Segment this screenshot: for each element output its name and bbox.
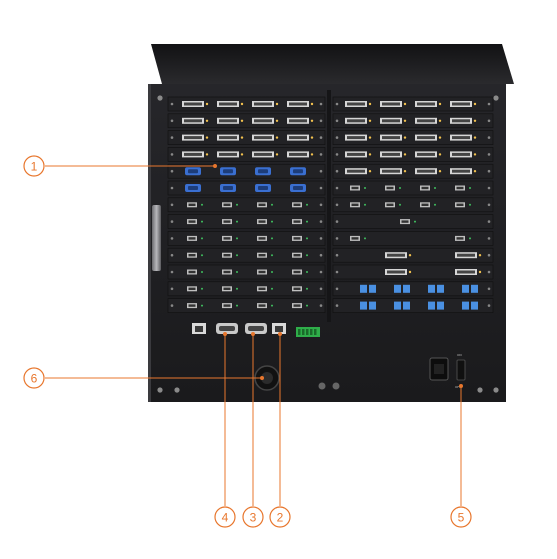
output-card-slot [332, 113, 494, 129]
fiber-port [471, 301, 478, 310]
output-card-slot [332, 247, 494, 263]
input-card-slot [167, 247, 326, 263]
input-card-slot [167, 147, 326, 162]
fiber-port [403, 301, 410, 310]
callout-5: 5 [450, 506, 472, 528]
fiber-port [394, 284, 401, 293]
fiber-port [471, 284, 478, 293]
output-card-slot [332, 231, 494, 246]
power-section: ON OFF [429, 353, 466, 389]
input-card-slot [167, 180, 326, 196]
fiber-port [394, 301, 401, 310]
power-on-label: ON [457, 353, 462, 357]
output-card-slot [332, 163, 494, 179]
callout-1: 1 [23, 155, 45, 177]
power-switch[interactable] [456, 359, 466, 381]
chassis-top [151, 44, 514, 84]
card-slots [167, 96, 494, 313]
fiber-port [360, 284, 367, 293]
output-card-slot [332, 214, 494, 229]
callout-6-number: 6 [31, 372, 38, 386]
fiber-port [462, 301, 469, 310]
callout-leaders [45, 164, 463, 506]
fiber-port [403, 284, 410, 293]
input-card-slot [167, 163, 326, 179]
callout-1-number: 1 [31, 160, 38, 174]
center-divider [327, 90, 331, 322]
input-card-slot [167, 197, 326, 213]
callout-4: 4 [214, 506, 236, 528]
callout-2-number: 2 [277, 511, 284, 525]
callout-5-number: 5 [458, 511, 465, 525]
callout-2: 2 [269, 506, 291, 528]
callout-3-number: 3 [250, 511, 257, 525]
output-card-slot [332, 147, 494, 162]
output-card-slot [332, 96, 494, 112]
power-off-label: OFF [455, 385, 461, 389]
fiber-port [437, 284, 444, 293]
fiber-port [369, 301, 376, 310]
fiber-port [369, 284, 376, 293]
fiber-module-ports [360, 284, 478, 310]
callout-3: 3 [242, 506, 264, 528]
fiber-port [360, 301, 367, 310]
fiber-port [428, 284, 435, 293]
output-card-slot [332, 197, 494, 213]
input-card-slot [167, 231, 326, 246]
chassis-screws [157, 95, 499, 393]
input-card-slot [167, 96, 326, 112]
input-card-slot [167, 264, 326, 280]
input-card-slot [167, 130, 326, 145]
control-panel [192, 323, 340, 391]
fiber-port [437, 301, 444, 310]
callout-4-number: 4 [222, 511, 229, 525]
input-card-slot [167, 214, 326, 229]
output-card-slot [332, 180, 494, 196]
output-card-slot [332, 130, 494, 145]
input-card-slot [167, 281, 326, 297]
side-handle [152, 205, 161, 271]
output-card-slot [332, 264, 494, 280]
fiber-port [462, 284, 469, 293]
fiber-port [428, 301, 435, 310]
chassis-left-edge [148, 84, 151, 402]
input-card-slot [167, 298, 326, 313]
callout-6: 6 [23, 367, 45, 389]
input-card-slot [167, 113, 326, 129]
